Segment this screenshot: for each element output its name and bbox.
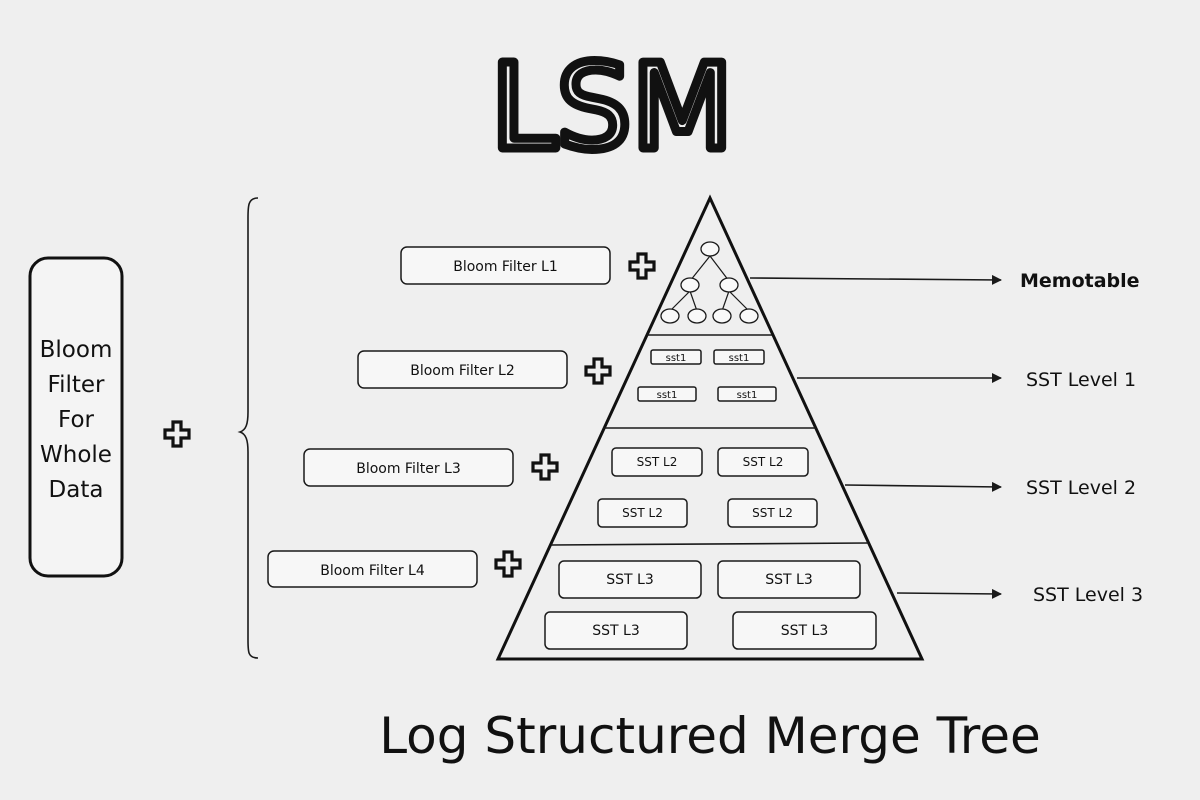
whole-filter-line: Bloom bbox=[40, 337, 113, 363]
whole-filter-line: Filter bbox=[48, 372, 106, 398]
tree-node bbox=[700, 241, 720, 257]
tree-edge bbox=[669, 290, 691, 312]
tree-edge bbox=[689, 290, 698, 312]
tree-node bbox=[687, 308, 707, 324]
bloom-filter-l4: Bloom Filter L4 bbox=[267, 550, 478, 588]
level-name-sst-1: SST Level 1 bbox=[1026, 369, 1136, 391]
bloom-filter-label: Bloom Filter L4 bbox=[320, 563, 425, 579]
sst-level-1-tables: sst1 sst1 sst1 sst1 bbox=[637, 349, 777, 402]
tree-edge bbox=[721, 290, 730, 312]
tree-edge bbox=[689, 255, 711, 282]
memtable-tree bbox=[660, 241, 759, 324]
heading: LSM bbox=[491, 38, 733, 176]
level-name-memtable: Memotable bbox=[1020, 270, 1140, 292]
whole-filter-line: Whole bbox=[40, 442, 112, 468]
bloom-filter-label: Bloom Filter L1 bbox=[453, 259, 558, 275]
whole-filter-line: Data bbox=[49, 477, 104, 503]
sst-table-label: sst1 bbox=[657, 390, 678, 401]
sst-table-label: SST L2 bbox=[752, 506, 793, 520]
tree-node bbox=[712, 308, 732, 324]
bloom-filter-l1: Bloom Filter L1 bbox=[400, 246, 611, 285]
plus-icon bbox=[163, 420, 191, 448]
plus-icon bbox=[584, 357, 612, 385]
level-name-sst-3: SST Level 3 bbox=[1033, 584, 1143, 606]
tree-edge bbox=[728, 290, 750, 312]
bloom-filter-label: Bloom Filter L2 bbox=[410, 363, 515, 379]
sst-table-label: SST L2 bbox=[637, 455, 678, 469]
arrow-sst-level-2 bbox=[844, 481, 1002, 492]
bloom-filter-label: Bloom Filter L3 bbox=[356, 461, 461, 477]
arrow-memtable bbox=[749, 274, 1002, 285]
tree-node bbox=[739, 308, 759, 324]
caption: Log Structured Merge Tree bbox=[379, 707, 1041, 765]
level-divider bbox=[550, 542, 869, 546]
plus-icon bbox=[494, 550, 522, 578]
sst-table-label: SST L3 bbox=[765, 572, 812, 588]
sst-table-label: sst1 bbox=[666, 353, 687, 364]
tree-node bbox=[719, 277, 739, 293]
sst-table-label: SST L2 bbox=[622, 506, 663, 520]
whole-data-bloom-filter: Bloom Filter For Whole Data bbox=[28, 256, 124, 578]
bloom-filter-l3: Bloom Filter L3 bbox=[303, 448, 514, 487]
arrow-sst-level-3 bbox=[896, 588, 1002, 599]
tree-edge bbox=[709, 255, 730, 282]
plus-icon bbox=[628, 252, 656, 280]
level-name-sst-2: SST Level 2 bbox=[1026, 477, 1136, 499]
tree-node bbox=[680, 277, 700, 293]
sst-table-label: sst1 bbox=[737, 390, 758, 401]
sst-table-label: SST L3 bbox=[606, 572, 653, 588]
sst-table-label: sst1 bbox=[729, 353, 750, 364]
bloom-filter-l2: Bloom Filter L2 bbox=[357, 350, 568, 389]
sst-table-label: SST L3 bbox=[781, 623, 828, 639]
plus-icon bbox=[531, 453, 559, 481]
sst-table-label: SST L2 bbox=[743, 455, 784, 469]
tree-node bbox=[660, 308, 680, 324]
sst-level-2-tables: SST L2 SST L2 SST L2 SST L2 bbox=[597, 447, 818, 528]
curly-brace bbox=[237, 197, 259, 659]
whole-filter-line: For bbox=[58, 407, 94, 433]
sst-level-3-tables: SST L3 SST L3 SST L3 SST L3 bbox=[544, 560, 877, 650]
sst-table-label: SST L3 bbox=[592, 623, 639, 639]
